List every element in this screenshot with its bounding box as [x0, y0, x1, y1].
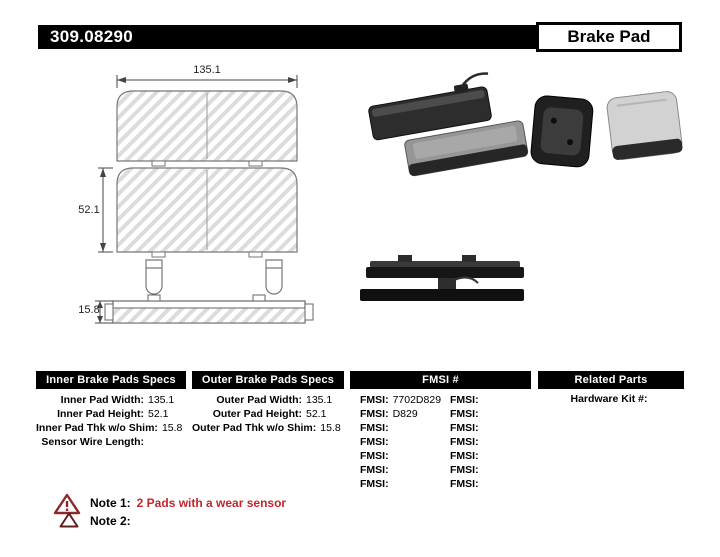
fmsi-value: 7702D829: [392, 394, 442, 406]
fmsi-label: FMSI:: [360, 450, 389, 462]
outer-pads-spec-header: Outer Brake Pads Specs: [192, 371, 344, 389]
fmsi-row: FMSI:7702D829 FMSI:: [350, 393, 531, 407]
spec-row: Sensor Wire Length:: [36, 435, 186, 449]
spec-label: Outer Pad Thk w/o Shim:: [192, 422, 317, 434]
spec-value: 52.1: [148, 408, 169, 420]
height-dimension-line: [98, 167, 113, 253]
spec-label: Inner Pad Width:: [60, 394, 144, 406]
fmsi-label: FMSI:: [360, 436, 389, 448]
fmsi-label: FMSI:: [360, 422, 389, 434]
pads-photo-front-back: [530, 91, 683, 168]
outer-pads-spec-table: Outer Brake Pads Specs Outer Pad Width: 1…: [192, 371, 344, 435]
spec-label: Outer Pad Width:: [216, 394, 302, 406]
warning-triangle-icon-small: [59, 512, 79, 528]
fmsi-label: FMSI:: [450, 436, 479, 448]
spec-row: Outer Pad Height: 52.1: [192, 407, 344, 421]
fmsi-label: FMSI:: [450, 394, 479, 406]
fmsi-label: FMSI:: [450, 478, 479, 490]
note-1-label: Note 1:: [90, 496, 131, 510]
product-type-box: Brake Pad: [536, 22, 682, 52]
dim-width-label: 135.1: [193, 64, 221, 76]
fmsi-label: FMSI:: [450, 408, 479, 420]
header-bar: 309.08290 Brake Pad: [38, 22, 682, 52]
spec-row: Inner Pad Height: 52.1: [36, 407, 186, 421]
pads-photo-angled: [368, 72, 529, 177]
note-2-label: Note 2:: [90, 514, 131, 528]
pads-photo-edge: [360, 255, 524, 301]
fmsi-row: FMSI: FMSI:: [350, 477, 531, 491]
fmsi-label: FMSI:: [360, 408, 389, 420]
fmsi-label: FMSI:: [450, 464, 479, 476]
fmsi-row: FMSI: FMSI:: [350, 435, 531, 449]
spec-row: Outer Pad Width: 135.1: [192, 393, 344, 407]
spec-value: 135.1: [148, 394, 175, 406]
spec-row: Inner Pad Width: 135.1: [36, 393, 186, 407]
fmsi-row: FMSI: FMSI:: [350, 463, 531, 477]
fmsi-row: FMSI:D829 FMSI:: [350, 407, 531, 421]
technical-drawing: [95, 72, 683, 324]
fmsi-label: FMSI:: [360, 478, 389, 490]
spec-label: Inner Pad Thk w/o Shim:: [36, 422, 158, 434]
related-parts-header: Related Parts: [538, 371, 684, 389]
hardware-kit-label: Hardware Kit #:: [570, 393, 648, 405]
illustration-area: 135.1 52.1 15.8: [0, 55, 720, 365]
note-1-text: 2 Pads with a wear sensor: [136, 496, 287, 510]
spec-row: Outer Pad Thk w/o Shim:15.8: [192, 421, 344, 435]
part-number: 309.08290: [50, 27, 134, 46]
edge-view-drawing: [104, 294, 314, 324]
spec-label: Inner Pad Height:: [57, 408, 144, 420]
spec-value: 15.8: [161, 422, 183, 434]
spec-value: 15.8: [320, 422, 341, 434]
spec-value: 135.1: [306, 394, 333, 406]
product-type-label: Brake Pad: [567, 27, 651, 46]
fmsi-label: FMSI:: [450, 450, 479, 462]
note-1: Note 1: 2 Pads with a wear sensor: [90, 496, 286, 510]
fmsi-label: FMSI:: [360, 394, 389, 406]
inner-pads-spec-table: Inner Brake Pads Specs Inner Pad Width: 1…: [36, 371, 186, 449]
spec-label: Sensor Wire Length:: [41, 436, 144, 448]
fmsi-header: FMSI #: [350, 371, 531, 389]
note-2: Note 2:: [90, 514, 137, 528]
related-parts-row: Hardware Kit #:: [538, 393, 684, 407]
fmsi-value: D829: [392, 408, 418, 420]
fmsi-table: FMSI # FMSI:7702D829 FMSI: FMSI:D829 FMS…: [350, 371, 531, 491]
inner-pads-spec-header: Inner Brake Pads Specs: [36, 371, 186, 389]
clip-drawings: [145, 259, 283, 295]
warning-triangle-icon: [53, 493, 81, 515]
dim-thickness-label: 15.8: [78, 304, 100, 316]
spec-label: Outer Pad Height:: [212, 408, 302, 420]
fmsi-row: FMSI: FMSI:: [350, 421, 531, 435]
fmsi-label: FMSI:: [360, 464, 389, 476]
fmsi-label: FMSI:: [450, 422, 479, 434]
related-parts-table: Related Parts Hardware Kit #:: [538, 371, 684, 407]
fmsi-row: FMSI: FMSI:: [350, 449, 531, 463]
dim-height-label: 52.1: [78, 204, 100, 216]
spec-row: Inner Pad Thk w/o Shim:15.8: [36, 421, 186, 435]
width-dimension-line: [116, 75, 298, 88]
spec-value: 52.1: [306, 408, 327, 420]
